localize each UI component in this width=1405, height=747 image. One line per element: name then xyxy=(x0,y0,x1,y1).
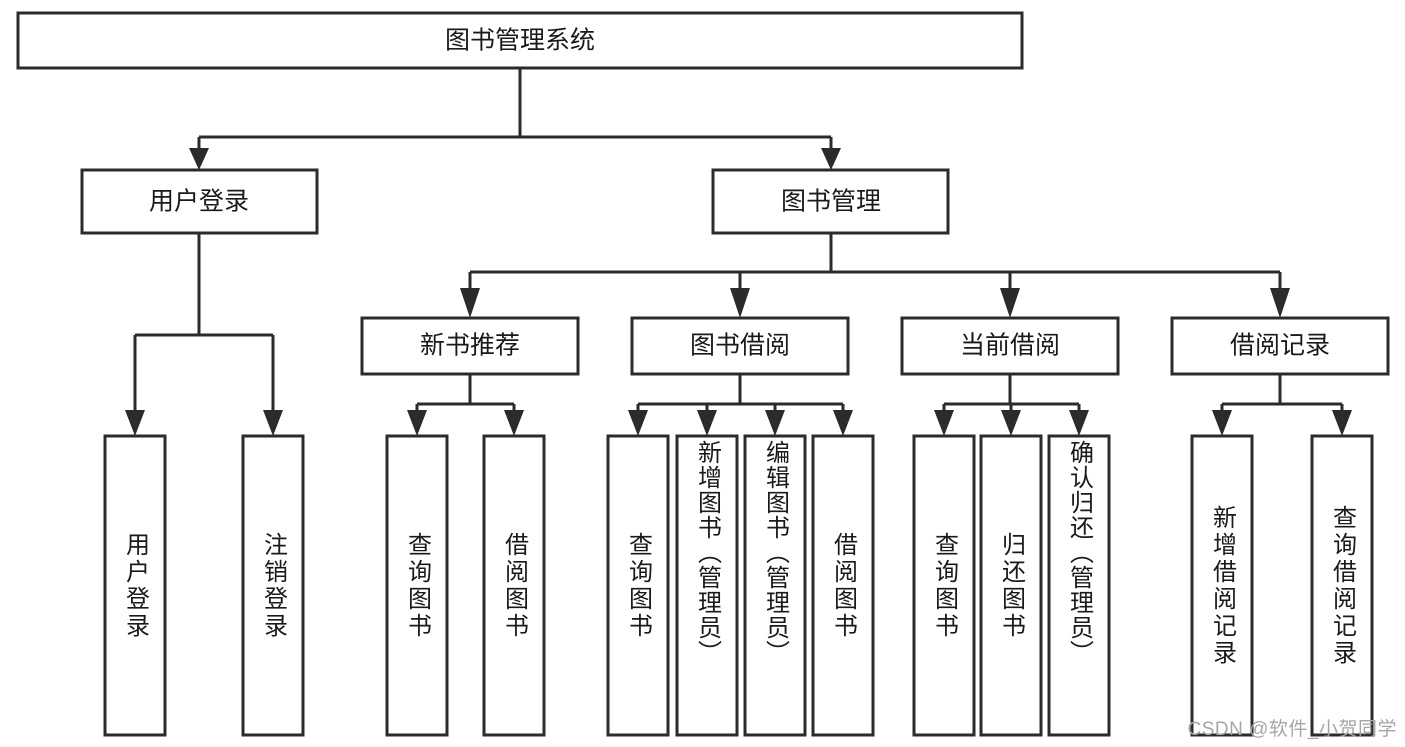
node-new-book-recommend-box[interactable] xyxy=(360,316,580,376)
leaf-query-record-box[interactable] xyxy=(1310,434,1374,737)
leaf-query-book-1[interactable] xyxy=(385,434,449,737)
leaf-return-book[interactable] xyxy=(979,434,1043,737)
node-borrow-record[interactable]: 借阅记录 xyxy=(1170,316,1390,376)
leaf-query-book-3-box[interactable] xyxy=(912,434,976,737)
leaf-user-login[interactable] xyxy=(103,434,167,737)
node-new-book-recommend-label: 新书推荐 xyxy=(420,332,520,360)
node-user-login-label: 用户登录 xyxy=(149,188,249,216)
arrow-head-icon xyxy=(1001,410,1021,436)
leaf-confirm-return-admin-box[interactable] xyxy=(1047,434,1111,737)
arrow-head-icon xyxy=(765,410,785,436)
leaf-edit-book-admin-box[interactable] xyxy=(743,434,807,737)
leaf-borrow-book-2-box[interactable] xyxy=(811,434,875,737)
arrow-head-icon xyxy=(1270,288,1290,318)
leaf-user-login-box[interactable] xyxy=(103,434,167,737)
leaf-query-record[interactable] xyxy=(1310,434,1374,737)
leaf-query-book-2-box[interactable] xyxy=(606,434,670,737)
arrow-head-icon xyxy=(821,148,841,170)
node-borrow-record-label: 借阅记录 xyxy=(1230,332,1330,360)
node-current-borrow-label: 当前借阅 xyxy=(960,332,1060,360)
leaf-add-record-box[interactable] xyxy=(1190,434,1254,737)
node-root-label: 图书管理系统 xyxy=(445,27,595,55)
node-book-borrow-label: 图书借阅 xyxy=(690,332,790,360)
connector-bookmanage-to-level3 xyxy=(460,233,1290,318)
leaf-return-book-box[interactable] xyxy=(979,434,1043,737)
node-book-borrow-box[interactable] xyxy=(630,316,850,376)
arrow-head-icon xyxy=(1332,410,1352,436)
leaf-borrow-book-2[interactable] xyxy=(811,434,875,737)
node-borrow-record-box[interactable] xyxy=(1170,316,1390,376)
leaf-logout-box[interactable] xyxy=(241,434,305,737)
leaf-edit-book-admin[interactable] xyxy=(743,434,807,737)
leaf-confirm-return-admin[interactable] xyxy=(1047,434,1111,737)
connector-userlogin-to-leaves xyxy=(125,233,283,436)
arrow-head-icon xyxy=(504,410,524,436)
node-current-borrow-box[interactable] xyxy=(900,316,1120,376)
node-new-book-recommend[interactable]: 新书推荐 xyxy=(360,316,580,376)
leaf-query-book-1-box[interactable] xyxy=(385,434,449,737)
connector-root-to-level2 xyxy=(189,68,841,170)
node-user-login[interactable]: 用户登录 xyxy=(80,168,319,235)
leaf-query-book-2[interactable] xyxy=(606,434,670,737)
node-book-manage-label: 图书管理 xyxy=(781,188,881,216)
arrow-head-icon xyxy=(1212,410,1232,436)
node-user-login-box[interactable] xyxy=(80,168,319,235)
node-book-manage[interactable]: 图书管理 xyxy=(711,168,950,235)
node-root[interactable]: 图书管理系统 xyxy=(16,11,1024,70)
connector-newbook-to-leaves xyxy=(407,374,524,436)
arrow-head-icon xyxy=(730,288,750,318)
arrow-head-icon xyxy=(934,410,954,436)
leaf-add-book-admin-box[interactable] xyxy=(675,434,739,737)
node-root-box[interactable] xyxy=(16,11,1024,70)
arrow-head-icon xyxy=(697,410,717,436)
node-current-borrow[interactable]: 当前借阅 xyxy=(900,316,1120,376)
leaf-add-book-admin[interactable] xyxy=(675,434,739,737)
arrow-head-icon xyxy=(263,410,283,436)
leaf-query-book-3[interactable] xyxy=(912,434,976,737)
leaf-borrow-book-1[interactable] xyxy=(482,434,546,737)
leaf-borrow-book-1-box[interactable] xyxy=(482,434,546,737)
connector-bookborrow-to-leaves xyxy=(628,374,853,436)
arrow-head-icon xyxy=(1069,410,1089,436)
connector-currentborrow-to-leaves xyxy=(934,374,1089,436)
arrow-head-icon xyxy=(833,410,853,436)
arrow-head-icon xyxy=(1000,288,1020,318)
arrow-head-icon xyxy=(189,148,209,170)
leaf-add-record[interactable] xyxy=(1190,434,1254,737)
node-book-manage-box[interactable] xyxy=(711,168,950,235)
arrow-head-icon xyxy=(125,410,145,436)
arrow-head-icon xyxy=(628,410,648,436)
arrow-head-icon xyxy=(460,288,480,318)
leaf-logout[interactable] xyxy=(241,434,305,737)
connector-borrowrecord-to-leaves xyxy=(1212,374,1352,436)
arrow-head-icon xyxy=(407,410,427,436)
node-book-borrow[interactable]: 图书借阅 xyxy=(630,316,850,376)
